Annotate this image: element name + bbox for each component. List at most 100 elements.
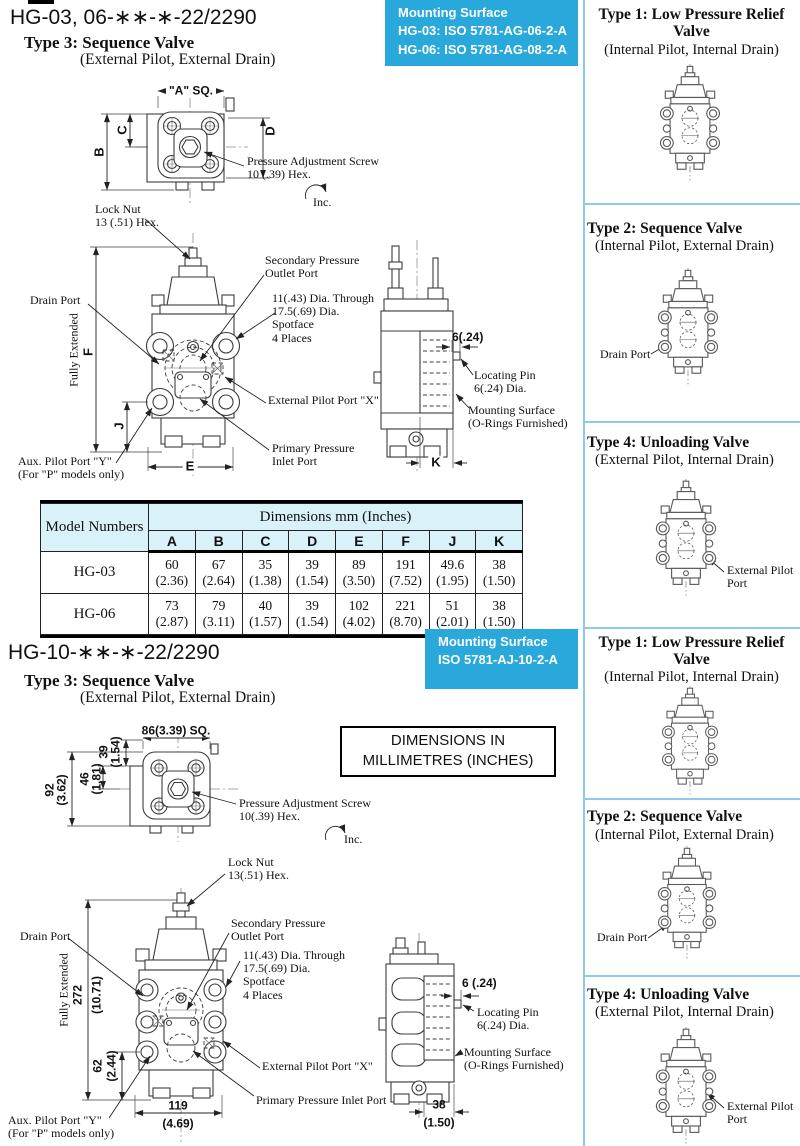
- drain-port-label: Drain Port: [20, 929, 71, 943]
- section2-mounting-surface-box: Mounting Surface ISO 5781-AJ-10-2-A: [425, 629, 578, 689]
- rail-type1-subheading: (Internal Pilot, Internal Drain): [604, 669, 779, 685]
- dim-272-label: 272: [70, 984, 85, 1006]
- rail-type4-subheading: (External Pilot, Internal Drain): [595, 452, 774, 468]
- rail-divider: [585, 798, 800, 800]
- dim-38-label: 38: [432, 1097, 446, 1112]
- rail-type1-heading: Type 1: Low Pressure Relief Valve: [598, 634, 785, 669]
- dim-6-label: 6 (.24): [462, 976, 497, 990]
- dim-86-sq-label: 86(3.39) SQ.: [138, 723, 214, 738]
- aux-pilot-y-label: Aux. Pilot Port "Y" (For "P" models only…: [18, 454, 125, 482]
- table-row-hg06: HG-06 73 (2.87) 79 (3.11) 40 (1.57) 39 (…: [40, 593, 523, 635]
- mounting-surface-label: Mounting Surface (O-Rings Furnished): [464, 1045, 564, 1073]
- dim-b-label: B: [91, 147, 107, 157]
- dim-92-in-label: (3.62): [54, 774, 69, 806]
- external-pilot-x-label: External Pilot Port "X": [268, 393, 379, 407]
- dim-6-label: 6(.24): [452, 330, 484, 344]
- rail-divider: [585, 975, 800, 977]
- dim-62-in-label: (2.44): [104, 1050, 119, 1082]
- dim-cell: 38 (1.50): [475, 551, 523, 594]
- section2-type-subheading: (External Pilot, External Drain): [80, 689, 276, 706]
- rail-divider: [585, 421, 800, 423]
- col-a: A: [148, 530, 196, 553]
- dim-cell: 39 (1.54): [288, 551, 336, 594]
- secondary-outlet-label: Secondary Pressure Outlet Port: [265, 253, 360, 281]
- dim-k-label: K: [428, 455, 444, 471]
- dim-d-label: D: [262, 126, 278, 136]
- section1-mounting-surface-box: Mounting Surface HG-03: ISO 5781-AG-06-2…: [385, 0, 578, 66]
- dim-cell: 51 (2.01): [428, 593, 477, 635]
- col-b: B: [194, 530, 243, 553]
- rail-type2-heading: Type 2: Sequence Valve: [587, 220, 743, 237]
- lock-nut-label: Lock Nut 13 (.51) Hex.: [95, 202, 159, 230]
- primary-inlet-label: Primary Pressure Inlet Port: [272, 441, 355, 469]
- rail-drain-port-label: Drain Port: [597, 930, 648, 944]
- external-pilot-x-label: External Pilot Port "X": [262, 1059, 373, 1073]
- col-d: D: [288, 530, 336, 553]
- column-letters-row: A B C D E F J K: [41, 530, 523, 553]
- table-row-hg03: HG-03 60 (2.36) 67 (2.64) 35 (1.38) 39 (…: [40, 551, 523, 594]
- dim-38-in-label: (1.50): [423, 1115, 455, 1130]
- rail-drain-port-label: Drain Port: [600, 347, 651, 361]
- hg03-top-view-drawing: [101, 88, 327, 204]
- drain-port-label: Drain Port: [30, 293, 81, 307]
- spotface-label: 11(.43) Dia. Through 17.5(.69) Dia. Spot…: [243, 948, 345, 1002]
- rail-vertical-divider: [583, 0, 585, 1146]
- dim-cell: 191 (7.52): [381, 551, 430, 594]
- valve-icon: [652, 686, 728, 796]
- dim-46-in-label: (1.81): [89, 763, 104, 795]
- section1-title: HG-03, 06-∗∗-∗-22/2290: [10, 6, 257, 29]
- table-header-row: Model Numbers Dimensions mm (Inches): [40, 503, 523, 552]
- dim-a-sq-label: "A" SQ.: [165, 83, 217, 98]
- section1-type-heading: Type 3: Sequence Valve: [24, 33, 195, 52]
- rail-external-pilot-label: External Pilot Port: [727, 563, 794, 591]
- aux-pilot-y-label: Aux. Pilot Port "Y" (For "P" models only…: [8, 1113, 115, 1141]
- valve-icon: [648, 846, 726, 960]
- inc-label: Inc.: [313, 195, 332, 209]
- dimensions-note-box: DIMENSIONS IN MILLIMETRES (INCHES): [340, 726, 556, 777]
- dimensions-table: Model Numbers Dimensions mm (Inches) A B…: [40, 503, 523, 635]
- rail-divider: [585, 203, 800, 205]
- hg10-side-view-drawing: [378, 933, 479, 1118]
- rail-type4-heading: Type 4: Unloading Valve: [587, 986, 750, 1003]
- model-numbers-header: Model Numbers: [40, 503, 149, 552]
- rail-type2-heading: Type 2: Sequence Valve: [587, 808, 743, 825]
- mounting-box-heading: Mounting Surface: [438, 634, 548, 649]
- primary-inlet-label: Primary Pressure Inlet Port: [256, 1093, 387, 1107]
- spotface-label: 11(.43) Dia. Through 17.5(.69) Dia. Spot…: [272, 291, 374, 345]
- model-name: HG-06: [40, 593, 149, 635]
- col-j: J: [428, 530, 477, 553]
- dimensions-header: Dimensions mm (Inches): [148, 503, 523, 531]
- dim-cell: 38 (1.50): [475, 593, 523, 635]
- dim-cell: 40 (1.57): [241, 593, 290, 635]
- dim-cell: 39 (1.54): [288, 593, 336, 635]
- dim-cell: 89 (3.50): [335, 551, 383, 594]
- rail-external-pilot-label: External Pilot Port: [727, 1099, 794, 1127]
- valve-icon: [646, 478, 726, 598]
- page-edge-mark: [28, 0, 54, 4]
- section1-type-subheading: (External Pilot, External Drain): [80, 51, 276, 68]
- dim-c-label: C: [114, 125, 130, 135]
- dim-119-in-label: (4.69): [162, 1116, 194, 1131]
- adjust-screw-label: Pressure Adjustment Screw 10 (.39) Hex.: [247, 154, 379, 182]
- rail-type1-heading: Type 1: Low Pressure Relief Valve: [598, 6, 785, 41]
- dim-j-label: J: [111, 422, 127, 430]
- dim-cell: 60 (2.36): [148, 551, 196, 594]
- hg03-side-view-drawing: [373, 240, 478, 473]
- dim-cell: 67 (2.64): [194, 551, 243, 594]
- mounting-box-heading: Mounting Surface: [398, 5, 508, 20]
- valve-icon: [646, 1026, 726, 1146]
- lock-nut-label: Lock Nut 13(.51) Hex.: [228, 855, 289, 883]
- rail-divider: [585, 627, 800, 629]
- col-e: E: [335, 530, 383, 553]
- mounting-box-iso-hg10: ISO 5781-AJ-10-2-A: [438, 652, 558, 668]
- inc-label: Inc.: [344, 832, 363, 846]
- col-f: F: [381, 530, 430, 553]
- hg10-front-view-drawing: [67, 873, 261, 1142]
- section2-type-heading: Type 3: Sequence Valve: [24, 671, 195, 690]
- dim-cell: 49.6 (1.95): [428, 551, 477, 594]
- rail-type1-subheading: (Internal Pilot, Internal Drain): [604, 42, 779, 58]
- locating-pin-label: Locating Pin 6(.24) Dia.: [474, 368, 536, 396]
- mounting-box-iso-hg03: HG-03: ISO 5781-AG-06-2-A: [398, 23, 568, 39]
